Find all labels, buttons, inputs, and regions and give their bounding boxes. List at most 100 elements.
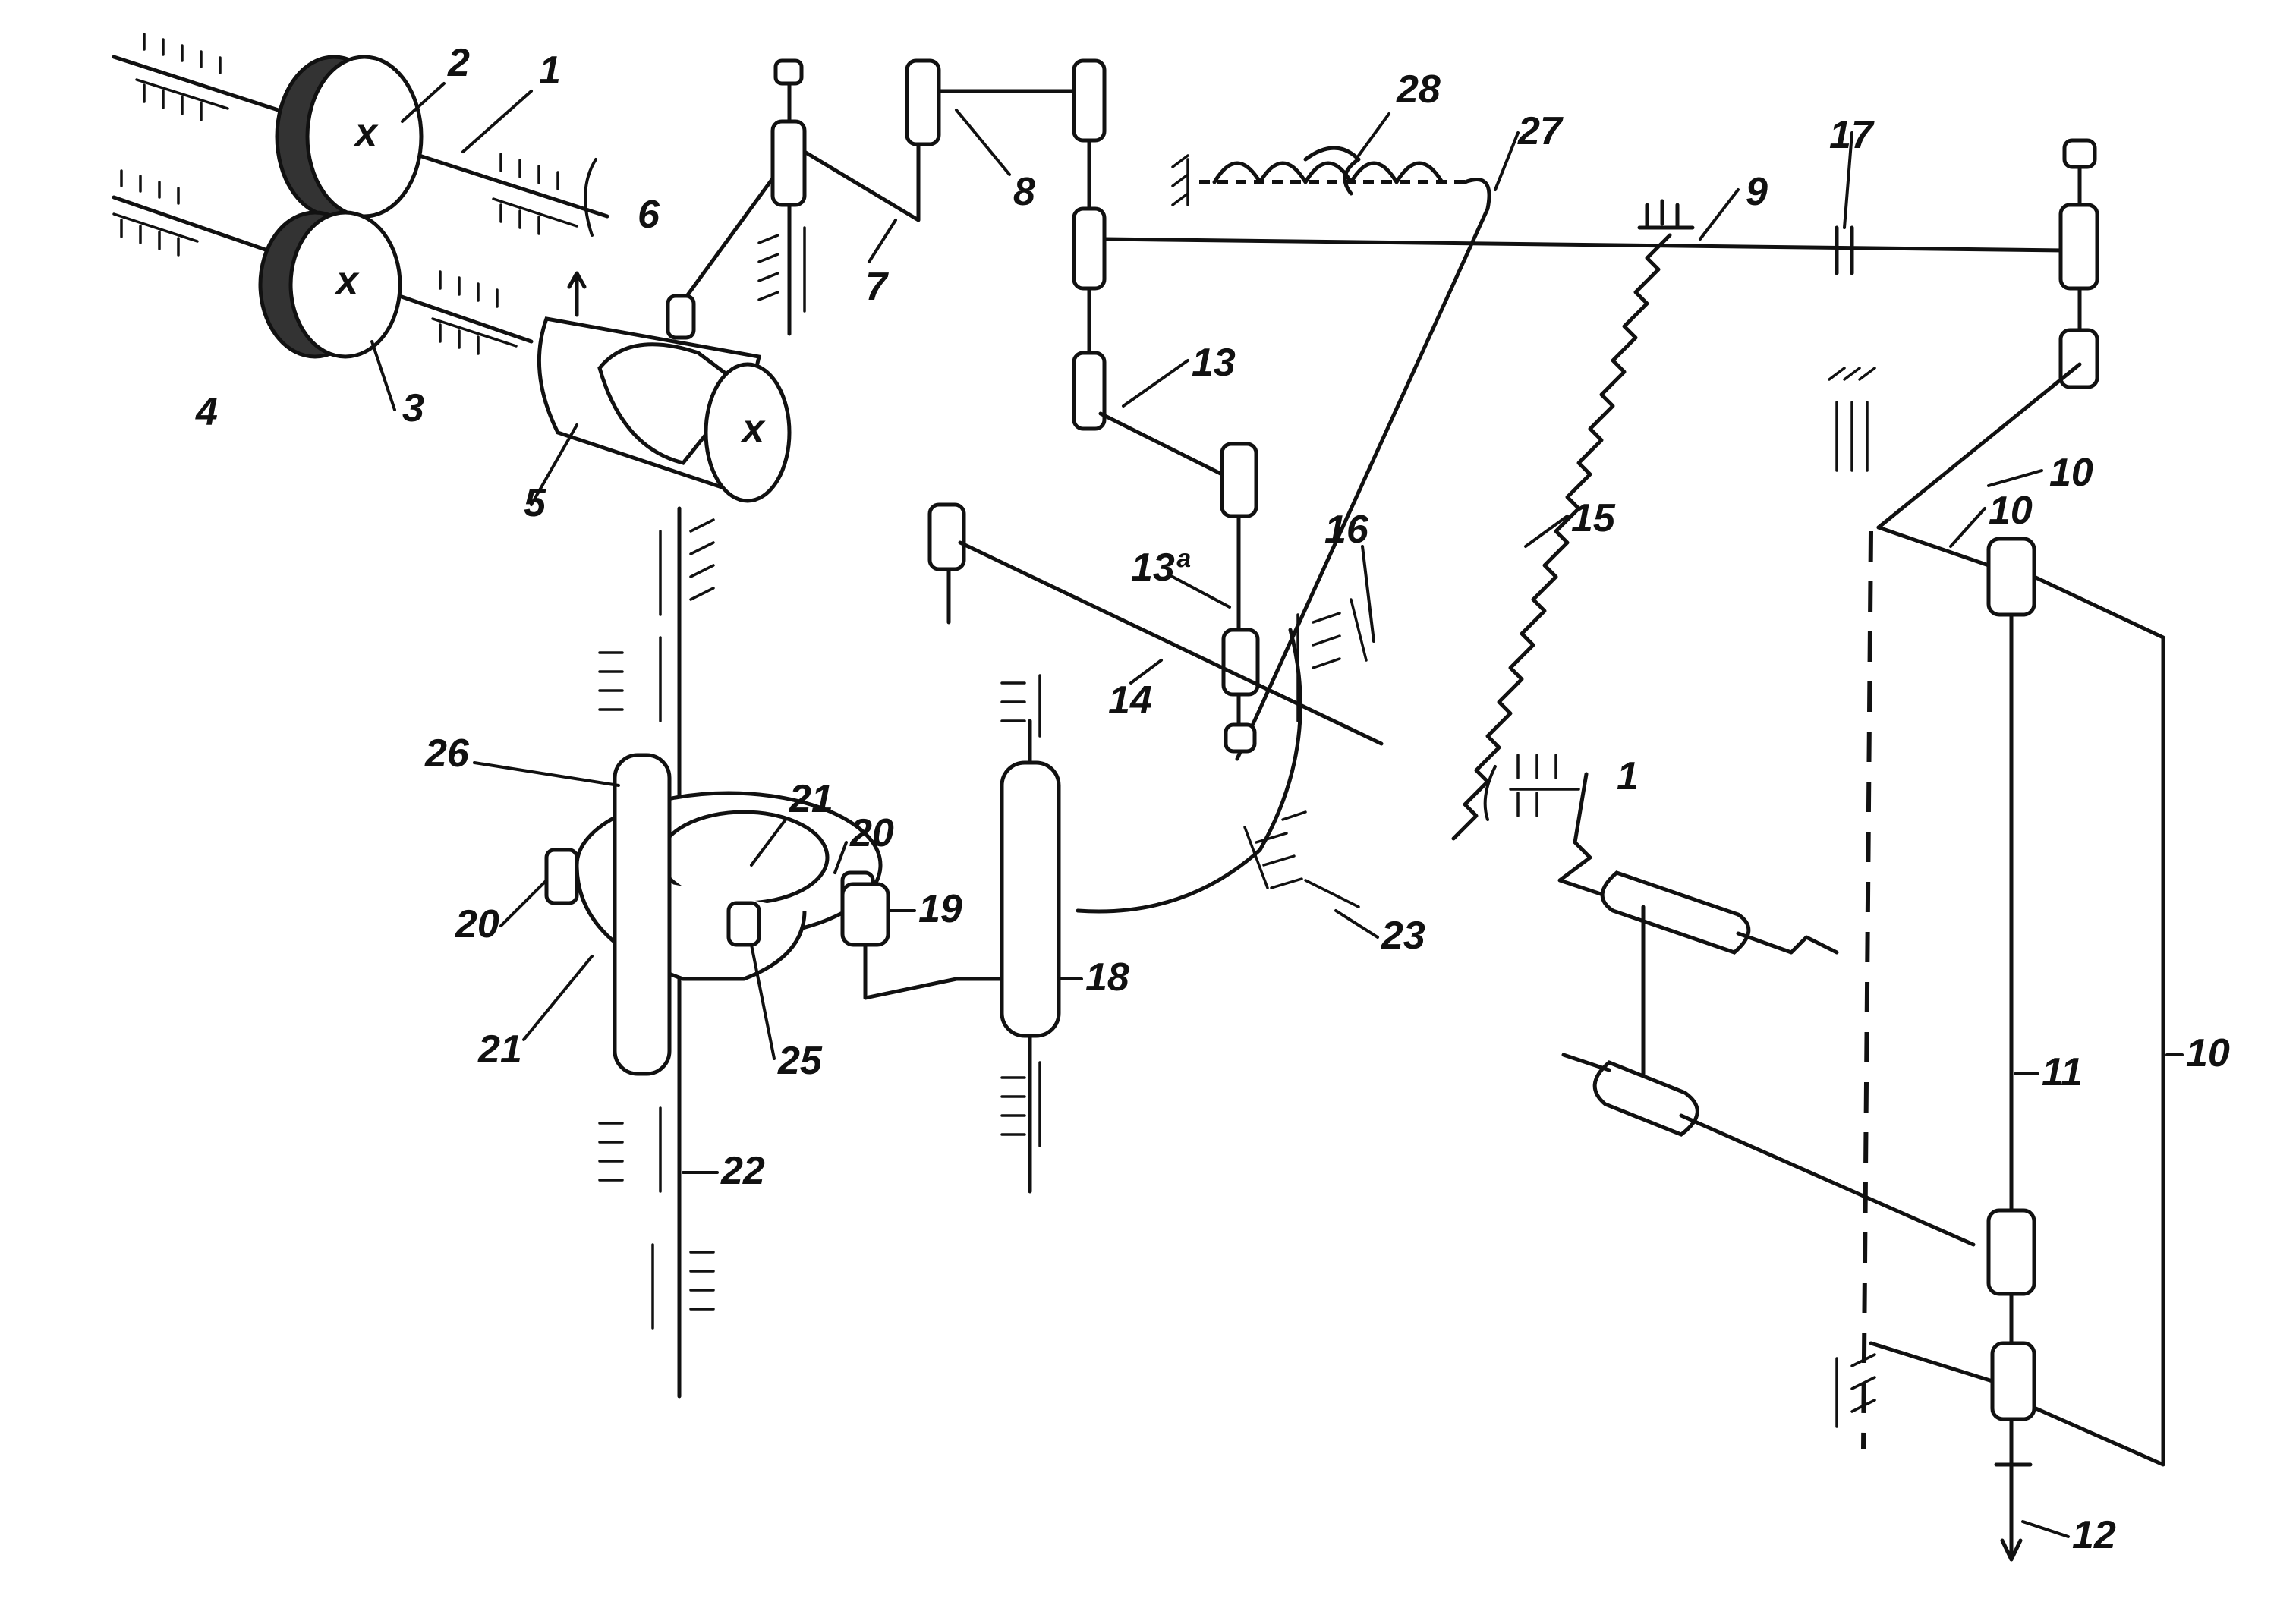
label-10-top: 10	[2049, 451, 2093, 495]
pivot-right-lower	[2058, 328, 2099, 389]
label-3: 3	[402, 386, 424, 430]
label-7: 7	[865, 265, 889, 309]
pivot-9-joint	[1072, 206, 1107, 291]
pivot-13a-mid	[1221, 628, 1260, 697]
pivot-11-bottom	[1990, 1341, 2036, 1421]
rod-27	[1235, 178, 1491, 761]
label-2: 2	[447, 41, 470, 85]
pivot-13a-bottom	[1224, 722, 1257, 754]
label-11: 11	[2042, 1050, 2083, 1094]
label-4: 4	[195, 390, 218, 434]
label-13: 13	[1192, 341, 1236, 385]
pivot-11-top	[1986, 537, 2036, 617]
label-18: 18	[1085, 955, 1129, 999]
labels: 1 2 3 4 5 6 7 8 9 10 10 10 11 12 13 13ª …	[195, 41, 2230, 1557]
dashed-axis	[1861, 530, 1873, 1450]
support-right-bottom	[1835, 1353, 1876, 1428]
lever-linkage-7-8	[685, 58, 1107, 431]
cam-drum-end	[704, 362, 792, 503]
pivot-7	[770, 119, 807, 207]
spring-15-coil	[1451, 233, 1672, 841]
support-hatch	[757, 226, 806, 313]
cam-follower-6	[666, 294, 696, 340]
column-22-assembly	[544, 506, 1061, 1399]
arc-link-23	[1076, 628, 1302, 914]
shaft-break-1b	[1483, 765, 1497, 821]
label-23: 23	[1381, 914, 1425, 958]
arrow-12	[2000, 1538, 2023, 1562]
cam-drum-5: x	[537, 271, 792, 503]
shaft-break	[584, 158, 597, 237]
bearing-18-bottom	[1000, 1061, 1041, 1147]
label-1b: 1	[1617, 754, 1639, 798]
label-14: 14	[1108, 678, 1152, 722]
bearing-1b	[1509, 754, 1580, 817]
cam-center-mark: x	[740, 407, 766, 451]
bearing-hatch	[112, 33, 578, 355]
pivot-cap-right	[2062, 138, 2097, 169]
pivot-14	[927, 502, 966, 571]
gear-train: x x	[112, 33, 609, 359]
link-13	[1098, 411, 1232, 480]
pivot-8a	[905, 58, 941, 146]
link-19-18	[863, 943, 1004, 1000]
arrow-head	[567, 271, 587, 289]
label-21-left: 21	[477, 1028, 522, 1072]
label-19: 19	[918, 887, 962, 931]
frame-10-lower	[1869, 1341, 1995, 1383]
label-10-mid: 10	[1989, 489, 2033, 533]
right-assembly	[1483, 367, 2165, 1562]
frame-10	[2032, 574, 2165, 1467]
pivot-19	[840, 882, 890, 947]
rod-9-fork	[1637, 199, 1695, 230]
rod-9-assembly	[1102, 138, 2099, 530]
bearing-4	[651, 1243, 715, 1330]
spring-28-clip	[1303, 146, 1361, 196]
bearing-top	[659, 518, 715, 616]
link-10-top	[1876, 525, 1991, 568]
pivot-13-top	[1072, 351, 1107, 431]
label-5: 5	[524, 481, 546, 525]
label-8: 8	[1013, 170, 1035, 214]
spring-28-anchor	[1171, 154, 1189, 206]
label-16: 16	[1324, 508, 1369, 552]
pivot-8b	[1072, 58, 1107, 143]
gear-center-mark: x	[334, 259, 360, 303]
label-10-right: 10	[2186, 1031, 2230, 1075]
column-18	[1000, 760, 1061, 1038]
pin-25	[726, 901, 761, 947]
roller-lower-axle	[1561, 1053, 1611, 1072]
pivot-11-mid	[1986, 1208, 2036, 1296]
rod-9	[1102, 237, 2067, 253]
roller-lower-link	[1679, 1113, 1976, 1247]
label-26: 26	[424, 732, 470, 776]
label-21-top: 21	[789, 777, 833, 821]
support-23	[1243, 810, 1360, 908]
spring-28	[1171, 146, 1491, 761]
roller-upper	[1600, 870, 1751, 955]
bearing-3	[598, 1106, 662, 1193]
label-1: 1	[539, 49, 561, 93]
link-7	[802, 119, 921, 222]
label-25: 25	[777, 1039, 823, 1083]
support-23-hatch	[1243, 810, 1360, 908]
spring-15	[1451, 233, 1672, 841]
label-27: 27	[1517, 109, 1564, 153]
pivot-20-left	[544, 848, 579, 905]
label-20-right: 20	[849, 811, 894, 855]
pivot-right-upper	[2058, 203, 2099, 291]
roller-upper-link	[1736, 931, 1839, 955]
pivot-cap	[773, 58, 804, 86]
linkage-13-14	[927, 411, 1384, 914]
pivot-13a-top	[1220, 442, 1258, 518]
label-20-left: 20	[455, 902, 499, 946]
crank-1b	[1557, 772, 1653, 913]
column-26	[613, 753, 672, 1076]
gear-center-mark: x	[353, 111, 379, 155]
support-right-top	[1828, 367, 1876, 472]
label-12: 12	[2072, 1513, 2116, 1557]
bearing-2	[598, 636, 662, 722]
bearing-18-top	[1000, 674, 1041, 738]
gear-3	[288, 210, 402, 359]
